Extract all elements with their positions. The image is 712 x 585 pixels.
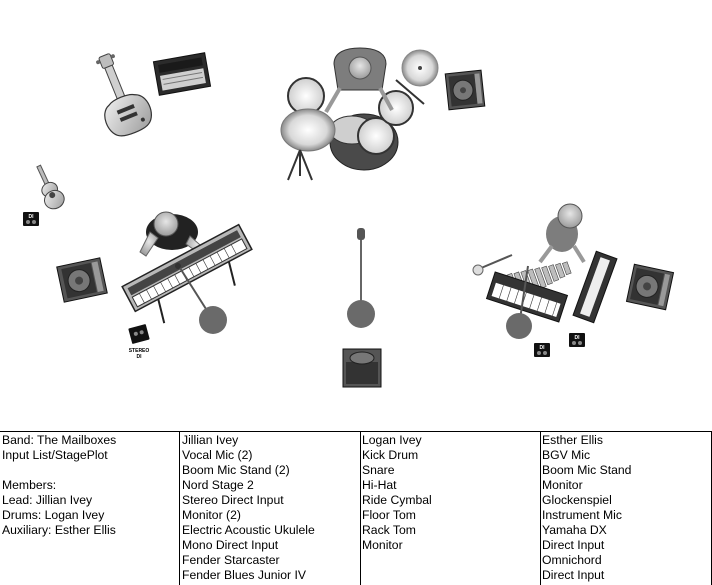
svg-text:DI: DI	[575, 335, 581, 341]
input-item: Stereo Direct Input	[182, 493, 284, 507]
input-item: Yamaha DX	[542, 523, 607, 537]
member-drums: Drums: Logan Ivey	[2, 508, 105, 522]
omnichord-icon	[572, 250, 618, 324]
column-heading: Esther Ellis	[542, 433, 603, 447]
input-item: Omnichord	[542, 553, 602, 567]
input-item: Direct Input	[542, 538, 605, 552]
input-item: Direct Input	[542, 568, 605, 582]
column-divider	[540, 432, 541, 585]
esther-inputs-column: Esther Ellis BGV Mic Boom Mic Stand Moni…	[542, 432, 710, 585]
column-heading: Logan Ivey	[362, 433, 422, 447]
band-name: Band: The Mailboxes	[2, 433, 117, 447]
input-item: Vocal Mic (2)	[182, 448, 253, 462]
stereo-di-box-icon	[128, 324, 150, 344]
input-list-table: Band: The Mailboxes Input List/StagePlot…	[0, 431, 712, 585]
electric-guitar-icon	[96, 53, 152, 137]
svg-text:DI: DI	[540, 345, 546, 351]
drummer-figure	[324, 47, 394, 114]
boom-mic-stand-icon	[175, 263, 227, 334]
input-item: Monitor (2)	[182, 508, 241, 522]
input-item: Instrument Mic	[542, 508, 622, 522]
input-item: Rack Tom	[362, 523, 416, 537]
auxiliary-player-figure	[538, 203, 586, 264]
logan-inputs-column: Logan Ivey Kick Drum Snare Hi-Hat Ride C…	[362, 432, 539, 585]
members-heading: Members:	[2, 478, 57, 492]
input-item: Mono Direct Input	[182, 538, 279, 552]
monitor-wedge-icon	[444, 69, 486, 111]
doc-title: Input List/StagePlot	[2, 448, 108, 462]
input-item: Fender Blues Junior IV	[182, 568, 306, 582]
spacer	[2, 463, 180, 478]
input-item: Monitor	[362, 538, 403, 552]
input-item: Monitor	[542, 478, 583, 492]
input-item: BGV Mic	[542, 448, 591, 462]
yamaha-dx-keyboard-icon	[485, 271, 569, 323]
input-item: Ride Cymbal	[362, 493, 432, 507]
input-item: Nord Stage 2	[182, 478, 254, 492]
input-item: Fender Starcaster	[182, 553, 280, 567]
stereo-di-label: STEREO	[129, 348, 150, 354]
input-item: Kick Drum	[362, 448, 419, 462]
svg-text:DI: DI	[29, 214, 35, 220]
guitar-amp-icon	[152, 52, 212, 96]
column-heading: Jillian Ivey	[182, 433, 239, 447]
input-item: Snare	[362, 463, 395, 477]
mono-di-box-icon: DI	[23, 212, 39, 226]
mono-di-box-icon: DI	[534, 343, 550, 357]
input-item: Electric Acoustic Ukulele	[182, 523, 315, 537]
mono-di-box-icon: DI	[569, 333, 585, 347]
input-item: Floor Tom	[362, 508, 416, 522]
member-auxiliary: Auxiliary: Esther Ellis	[2, 523, 116, 537]
column-divider	[360, 432, 361, 585]
vocal-mic-stand-icon	[347, 228, 375, 328]
input-item: Boom Mic Stand	[542, 463, 632, 477]
stereo-di-label-2: DI	[137, 354, 143, 360]
monitor-wedge-icon	[56, 257, 108, 303]
input-item: Boom Mic Stand (2)	[182, 463, 290, 477]
member-lead: Lead: Jillian Ivey	[2, 493, 93, 507]
input-item: Glockenspiel	[542, 493, 612, 507]
band-info-column: Band: The Mailboxes Input List/StagePlot…	[2, 432, 180, 585]
column-divider	[179, 432, 180, 585]
stage-plot: DI	[23, 47, 675, 388]
input-item: Hi-Hat	[362, 478, 397, 492]
boom-mic-stand-icon	[472, 254, 532, 339]
nord-stage-keyboard-icon	[121, 223, 253, 324]
ukulele-icon	[36, 164, 65, 210]
monitor-wedge-icon	[625, 263, 675, 311]
jillian-inputs-column: Jillian Ivey Vocal Mic (2) Boom Mic Stan…	[182, 432, 359, 585]
monitor-wedge-icon	[342, 348, 382, 388]
